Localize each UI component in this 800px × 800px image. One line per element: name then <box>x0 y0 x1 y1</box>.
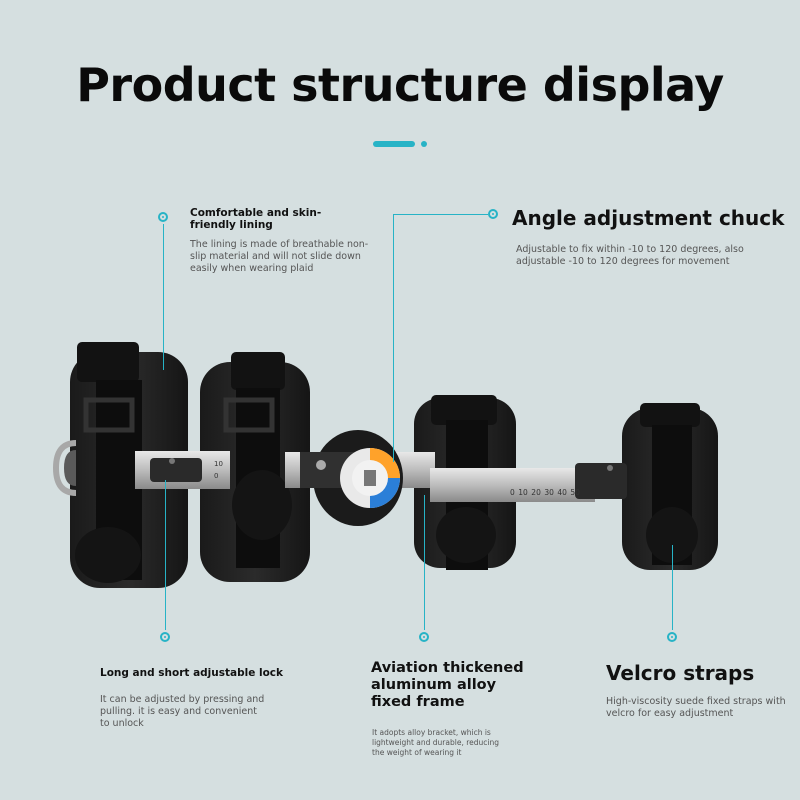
length-lock-right <box>575 463 627 499</box>
scale-label: 0 <box>510 488 515 497</box>
chuck-callout-dot <box>488 209 498 219</box>
velcro-callout-line <box>672 545 673 630</box>
left-scale-labels: 10 0 <box>214 458 226 482</box>
lining-body: The lining is made of breathable non-sli… <box>190 239 369 274</box>
velcro-callout-dot <box>667 632 677 642</box>
scale-label: 50 <box>570 488 580 497</box>
length-lock-left <box>150 458 202 482</box>
lower-bar <box>430 468 595 502</box>
chuck-body: Adjustable to fix within -10 to 120 degr… <box>516 244 744 267</box>
frame-callout-dot <box>419 632 429 642</box>
chuck-callout-line-v <box>393 214 394 462</box>
lock-body: It can be adjusted by pressing and pulli… <box>100 694 265 729</box>
lining-callout-dot <box>158 212 168 222</box>
thigh-pad-right <box>200 352 310 582</box>
page-title: Product structure display <box>76 58 724 112</box>
frame-callout-line <box>424 495 425 630</box>
scale-label: 40 <box>557 488 567 497</box>
scale-label: 10 <box>214 460 223 468</box>
scale-label: 0 <box>214 472 219 480</box>
thigh-pad-left <box>70 342 188 588</box>
frame-heading: Aviation thickened aluminum alloy fixed … <box>371 660 524 710</box>
scale-label: 20 <box>531 488 541 497</box>
scale-labels: 0 10 20 30 40 50 <box>510 488 580 497</box>
frame-body: It adopts alloy bracket, which is lightw… <box>372 728 499 757</box>
scale-label: 10 <box>518 488 528 497</box>
lock-callout-dot <box>160 632 170 642</box>
lining-heading: Comfortable and skin-friendly lining <box>190 207 322 231</box>
title-underline-dot <box>421 141 427 147</box>
title-underline <box>373 141 415 147</box>
chuck-callout-line-h <box>393 214 488 215</box>
lining-callout-line <box>163 224 164 370</box>
velcro-heading: Velcro straps <box>606 661 755 685</box>
lock-callout-line <box>165 480 166 630</box>
velcro-body: High-viscosity suede fixed straps with v… <box>606 696 786 719</box>
angle-chuck <box>300 430 403 526</box>
scale-label: 30 <box>544 488 554 497</box>
lock-heading: Long and short adjustable lock <box>100 667 284 679</box>
chuck-heading: Angle adjustment chuck <box>512 206 785 230</box>
calf-pad-right <box>622 403 718 570</box>
